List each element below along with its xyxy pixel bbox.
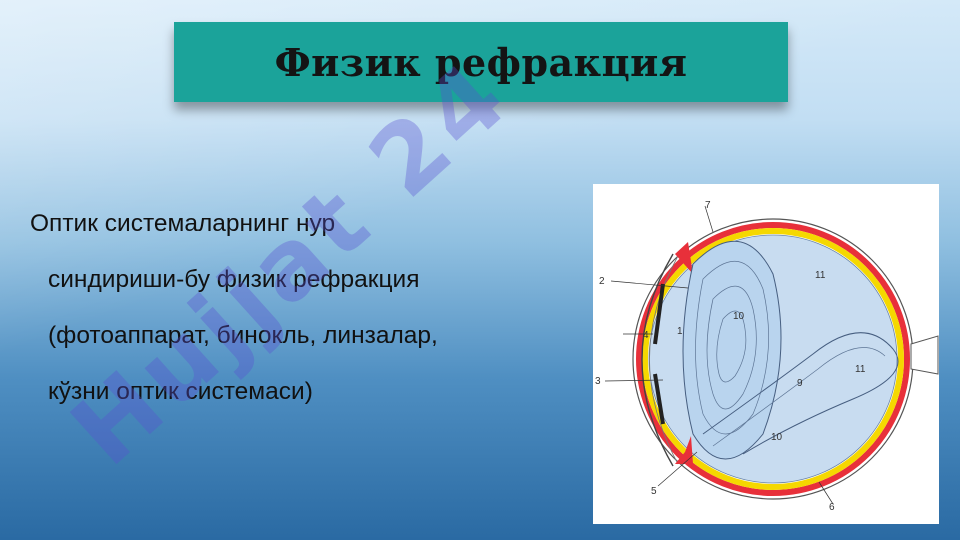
- choroid-band: [642, 228, 904, 490]
- title-banner: Физик рефракция: [174, 22, 788, 102]
- eye-diagram: 7 2 4 1 3 5 11 10 9 11 10 6: [593, 184, 939, 524]
- body-line-4: кўзни оптик системаси): [48, 378, 313, 405]
- label-11a: 11: [815, 270, 826, 281]
- vitreous-fold-2: [712, 347, 886, 447]
- label-10a: 10: [733, 311, 745, 322]
- body-text: Оптик системаларнинг нур синдириши-бу фи…: [30, 196, 590, 420]
- label-9: 9: [797, 378, 803, 389]
- cornea-inner: [649, 255, 679, 465]
- leader-7: [704, 205, 714, 233]
- lens-contour-2: [706, 285, 757, 410]
- label-5: 5: [651, 486, 657, 497]
- body-line-3: (фотоаппарат, бинокль, линзалар,: [48, 322, 438, 349]
- label-4: 4: [643, 330, 649, 341]
- body-line-1: Оптик системаларнинг нур: [30, 210, 336, 237]
- label-11b: 11: [855, 364, 866, 375]
- leader-6: [818, 481, 834, 505]
- body-line-2: синдириши-бу физик рефракция: [48, 266, 420, 293]
- leader-3: [604, 379, 664, 382]
- vitreous-fold: [702, 332, 899, 455]
- ciliary-lower: [675, 436, 693, 464]
- label-10b: 10: [771, 432, 783, 443]
- cornea: [641, 253, 674, 467]
- lens-contour-1: [695, 261, 769, 435]
- lens-contour-3: [716, 310, 747, 383]
- label-2: 2: [599, 276, 605, 287]
- retina-band: [636, 222, 910, 496]
- slide-title: Физик рефракция: [274, 39, 688, 85]
- label-6: 6: [829, 502, 835, 513]
- optic-nerve: [910, 335, 939, 375]
- iris-lower: [653, 373, 665, 425]
- label-7: 7: [705, 200, 711, 211]
- leader-2: [610, 280, 689, 289]
- ciliary-upper: [675, 242, 693, 274]
- label-3: 3: [595, 376, 601, 387]
- eye-diagram-svg: 7 2 4 1 3 5 11 10 9 11 10 6: [595, 200, 939, 513]
- leader-5: [657, 451, 698, 487]
- label-1: 1: [677, 326, 683, 337]
- iris-upper: [653, 283, 665, 345]
